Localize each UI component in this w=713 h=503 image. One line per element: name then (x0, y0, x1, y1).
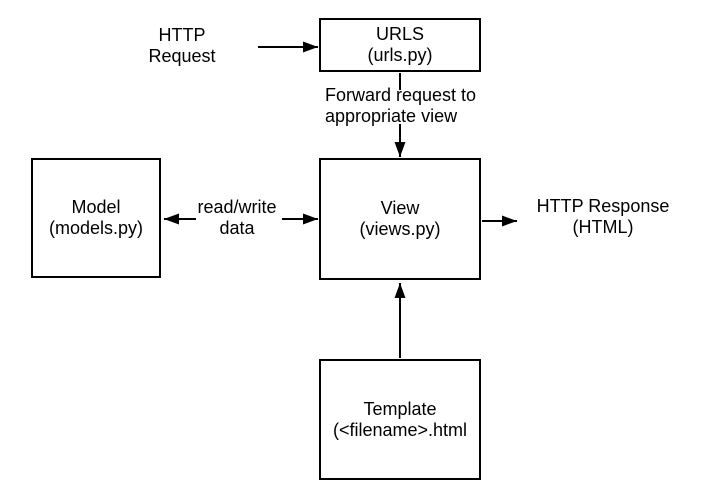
node-view: View (views.py) (319, 158, 481, 280)
label-http-request: HTTP Request (148, 25, 216, 66)
label-read-write-data: read/write data (197, 197, 277, 238)
label-http-response: HTTP Response (HTML) (536, 196, 670, 237)
label-forward-request: Forward request to appropriate view (325, 85, 477, 126)
node-urls: URLS (urls.py) (319, 18, 481, 72)
node-model: Model (models.py) (31, 158, 161, 278)
node-template: Template (<filename>.html (319, 359, 481, 480)
